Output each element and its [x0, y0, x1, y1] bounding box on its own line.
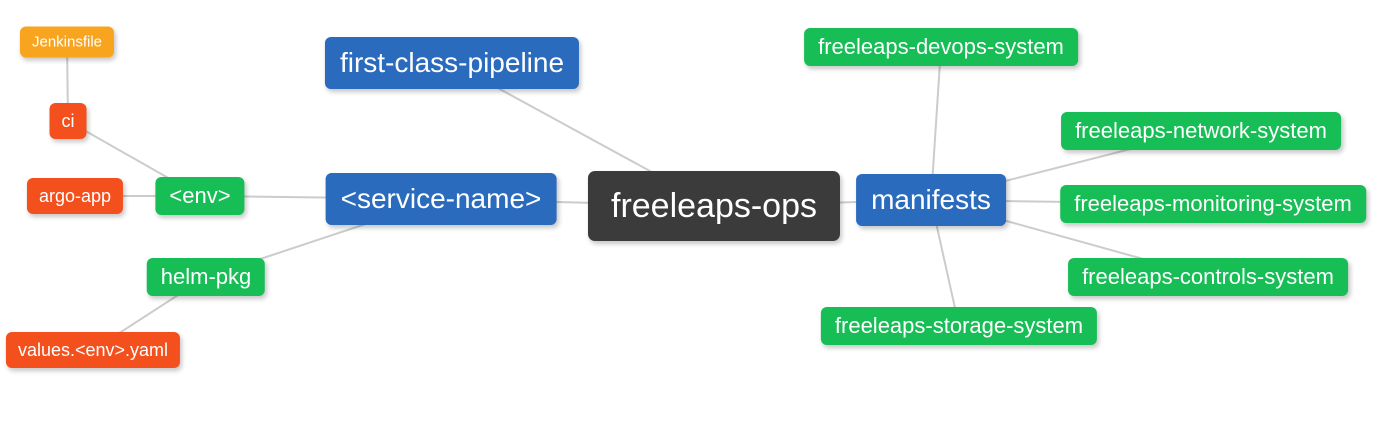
node-freeleaps-controls-system[interactable]: freeleaps-controls-system — [1068, 258, 1348, 296]
node-first-class-pipeline[interactable]: first-class-pipeline — [324, 37, 580, 89]
node-freeleaps-ops[interactable]: freeleaps-ops — [587, 171, 841, 241]
node-freeleaps-network-system[interactable]: freeleaps-network-system — [1061, 112, 1341, 150]
node-manifests[interactable]: manifests — [856, 174, 1006, 226]
node-freeleaps-storage-system[interactable]: freeleaps-storage-system — [820, 307, 1098, 345]
node-argo-app[interactable]: argo-app — [26, 178, 124, 214]
node-freeleaps-monitoring-system[interactable]: freeleaps-monitoring-system — [1060, 185, 1366, 223]
node-jenkinsfile[interactable]: Jenkinsfile — [19, 26, 115, 58]
node-freeleaps-devops-system[interactable]: freeleaps-devops-system — [804, 28, 1078, 66]
node-values-env-yaml[interactable]: values.<env>.yaml — [5, 332, 181, 368]
node-helm-pkg[interactable]: helm-pkg — [146, 258, 266, 296]
node-env[interactable]: <env> — [155, 177, 245, 215]
node-ci[interactable]: ci — [49, 103, 87, 139]
node-service-name[interactable]: <service-name> — [325, 173, 557, 225]
